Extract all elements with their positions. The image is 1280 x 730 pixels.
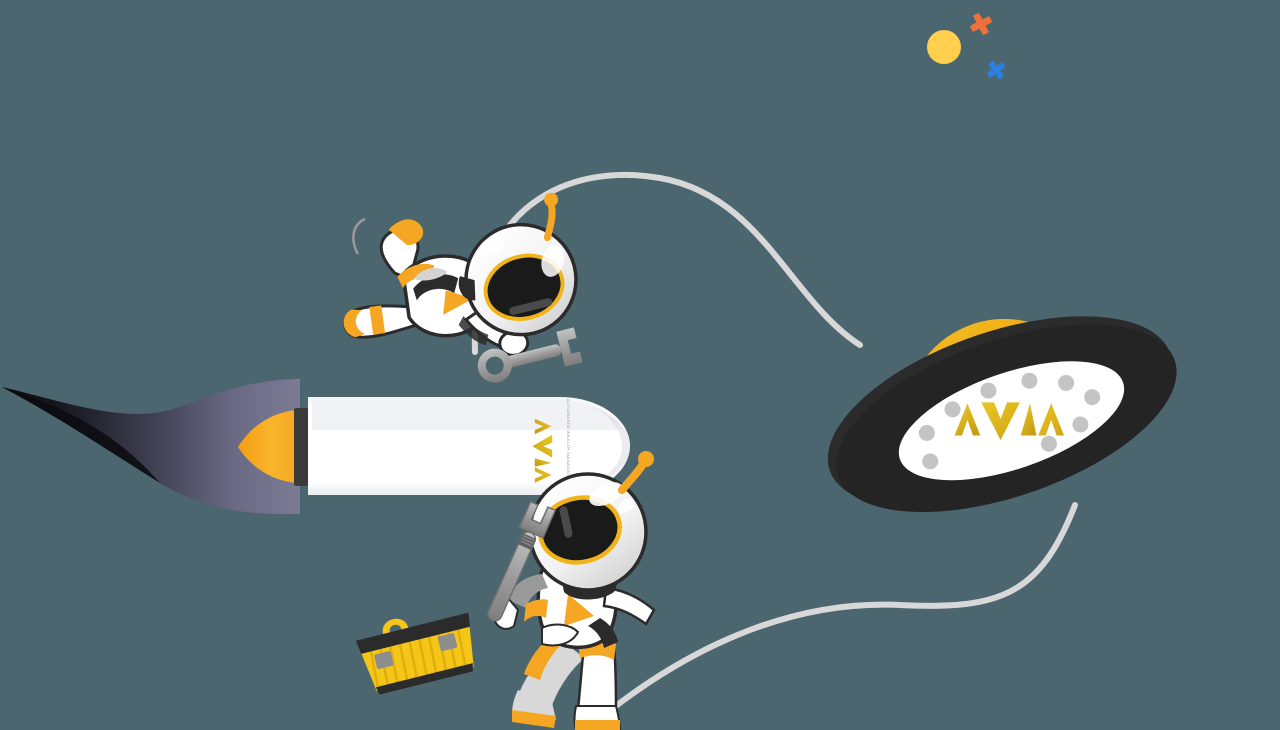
sun-icon (927, 30, 961, 64)
ufo-light (980, 382, 997, 399)
rocket-highlight (312, 400, 623, 430)
astronaut-bottom-arm-right (602, 586, 656, 626)
exhaust-swoosh (2, 379, 300, 515)
rocket-logo: AUTOMATED WEALTH MANAGEMENT (532, 399, 571, 487)
ufo-lights (918, 372, 1101, 470)
astronaut-top-arm-band (458, 316, 489, 346)
astronaut-bottom-belt (588, 618, 618, 648)
toolbox-lid (355, 612, 470, 654)
astronaut-top-leg-stripe (369, 305, 386, 335)
ufo-light (918, 424, 935, 441)
toolbox-stripes (369, 627, 468, 691)
astronaut-top-backpack (413, 268, 448, 281)
rocket-exhaust (2, 379, 300, 515)
astronaut-bottom-visor (538, 495, 622, 565)
adjustable-wrench-icon (487, 500, 557, 622)
ufo-logo (954, 402, 1065, 441)
combination-wrench-icon (477, 327, 583, 383)
astronaut-top-helmet-gloss2 (478, 235, 506, 256)
astronaut-bottom (487, 451, 656, 730)
ufo-light (1021, 372, 1038, 389)
astronaut-bottom-arm-accent (524, 599, 548, 622)
astronaut-top-antenna-tip (544, 192, 559, 207)
astronaut-bottom-helmet-gloss (589, 482, 623, 506)
decor-group (927, 13, 1005, 79)
astronaut-bottom-chevron (564, 594, 594, 626)
ufo-light (922, 453, 939, 470)
toolbox-base (375, 663, 473, 695)
toolbox-clasp-left (374, 651, 394, 669)
ufo-light (1041, 435, 1058, 452)
toolbox-handle (382, 618, 409, 634)
blue-sparkle-icon (987, 61, 1005, 79)
ufo-light (1084, 389, 1101, 406)
ufo-light (944, 401, 961, 418)
rocket-nozzle (294, 408, 308, 486)
astronaut-bottom-arm-left (508, 574, 548, 608)
ufo-light (1058, 374, 1075, 391)
astronaut-bottom-hip (541, 623, 580, 647)
ufo-light (1072, 416, 1089, 433)
astronaut-top (343, 192, 583, 383)
toolbox-group (355, 612, 474, 695)
tether-lower (605, 502, 1078, 715)
rocket-nose-shade (592, 406, 630, 486)
astronaut-top-belt (413, 274, 459, 301)
astronaut-bottom-boot-front-sole (575, 720, 620, 730)
astronaut-top-visor-bar (509, 298, 553, 315)
astronaut-bottom-boot-back-sole (512, 710, 556, 728)
astronaut-bottom-knee-back (524, 640, 560, 680)
astronaut-bottom-helmet-gloss2 (617, 499, 635, 513)
rocket-logo-tagline: AUTOMATED WEALTH MANAGEMENT (566, 399, 571, 487)
toolbox-clasp-right (437, 633, 458, 652)
astronaut-top-earpod (458, 276, 476, 301)
astronaut-bottom-visor-gloss (559, 506, 573, 538)
astronaut-bottom-neck-ring (562, 582, 618, 600)
rocket-group: AUTOMATED WEALTH MANAGEMENT (238, 397, 630, 495)
astronaut-top-wire (352, 217, 366, 255)
astronaut-top-helmet-gloss (541, 245, 565, 277)
ufo-panel (898, 361, 1125, 481)
rocket-flame (238, 410, 300, 483)
orange-sparkle-icon (970, 13, 992, 35)
astronaut-top-shoulder (397, 263, 435, 289)
astronaut-bottom-antenna-tip (638, 451, 654, 467)
astronaut-top-boot-lower (343, 309, 365, 338)
astronaut-top-boot-upper (388, 219, 424, 246)
